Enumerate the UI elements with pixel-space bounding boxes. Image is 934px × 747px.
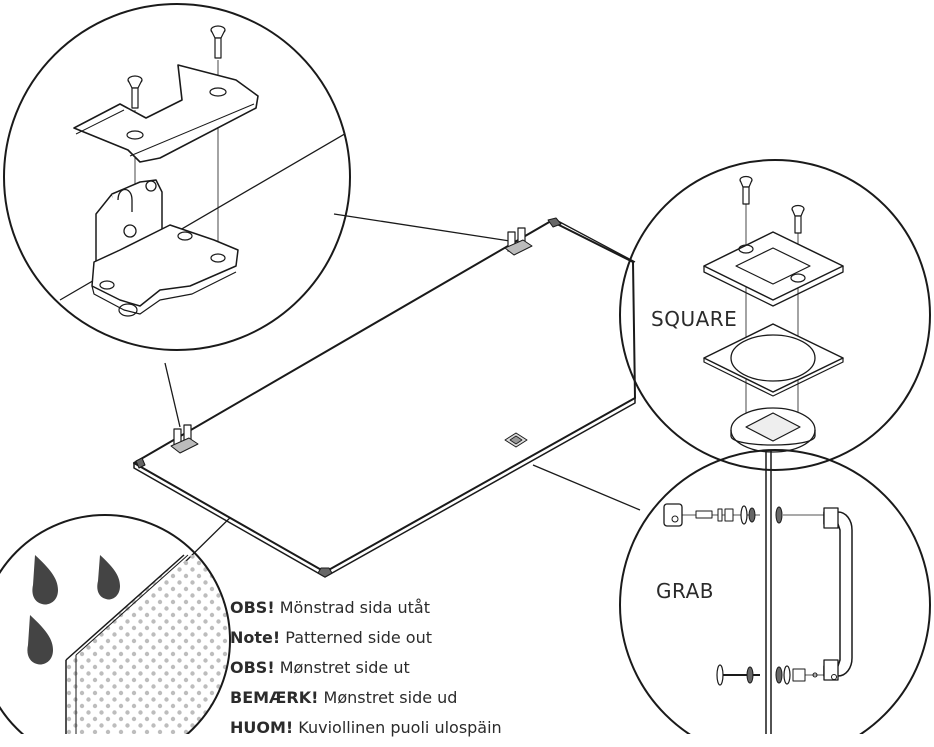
leader-grab [532, 464, 641, 511]
hinge-detail-circle [3, 3, 351, 351]
note-keyword: OBS! [230, 598, 275, 617]
pattern-orientation-notes: OBS! Mönstrad sida utåt Note! Patterned … [230, 597, 502, 747]
note-finnish: HUOM! Kuviollinen puoli ulospäin [230, 717, 502, 747]
door-panel [133, 217, 636, 578]
note-text: Kuviollinen puoli ulospäin [293, 718, 502, 737]
panel-hinge-top [504, 227, 533, 256]
note-keyword: Note! [230, 628, 281, 647]
pattern-detail [27, 554, 230, 734]
grab-upper-fastener [663, 503, 824, 527]
leader-hinge-top [333, 213, 511, 242]
square-base [730, 407, 816, 453]
note-keyword: OBS! [230, 658, 275, 677]
grab-lower-fastener [716, 664, 824, 686]
square-gasket [703, 323, 844, 397]
square-detail [703, 175, 844, 453]
square-screw-1 [739, 175, 753, 205]
leader-hinge-bottom [164, 362, 181, 428]
square-detail-circle [619, 159, 931, 471]
leader-square [555, 219, 636, 263]
note-danish: BEMÆRK! Mønstret side ud [230, 687, 502, 717]
square-top-plate [703, 231, 844, 307]
note-text: Mønstret side ud [318, 688, 458, 707]
hinge-body [91, 179, 239, 317]
note-norwegian: OBS! Mønstret side ut [230, 657, 502, 687]
note-keyword: BEMÆRK! [230, 688, 319, 707]
water-drop-3 [27, 615, 53, 665]
note-text: Mønstret side ut [274, 658, 410, 677]
grab-detail-circle [619, 449, 931, 734]
panel-hinge-bottom [170, 424, 199, 454]
note-text: Mönstrad sida utåt [274, 598, 430, 617]
square-screw-2 [791, 204, 805, 234]
square-callout-label: SQUARE [651, 307, 738, 331]
note-swedish: OBS! Mönstrad sida utåt [230, 597, 502, 627]
note-english: Note! Patterned side out [230, 627, 502, 657]
hinge-cover-plate [73, 64, 259, 163]
water-drop-2 [97, 555, 120, 600]
note-keyword: HUOM! [230, 718, 294, 737]
water-drop-1 [32, 555, 58, 605]
hinge-screw-2 [210, 25, 226, 255]
pattern-detail-circle [0, 514, 231, 734]
grab-callout-label: GRAB [656, 579, 714, 603]
grab-handle-bar [823, 507, 853, 681]
grab-detail [663, 450, 853, 734]
hinge-detail [59, 25, 350, 317]
note-text: Patterned side out [280, 628, 432, 647]
